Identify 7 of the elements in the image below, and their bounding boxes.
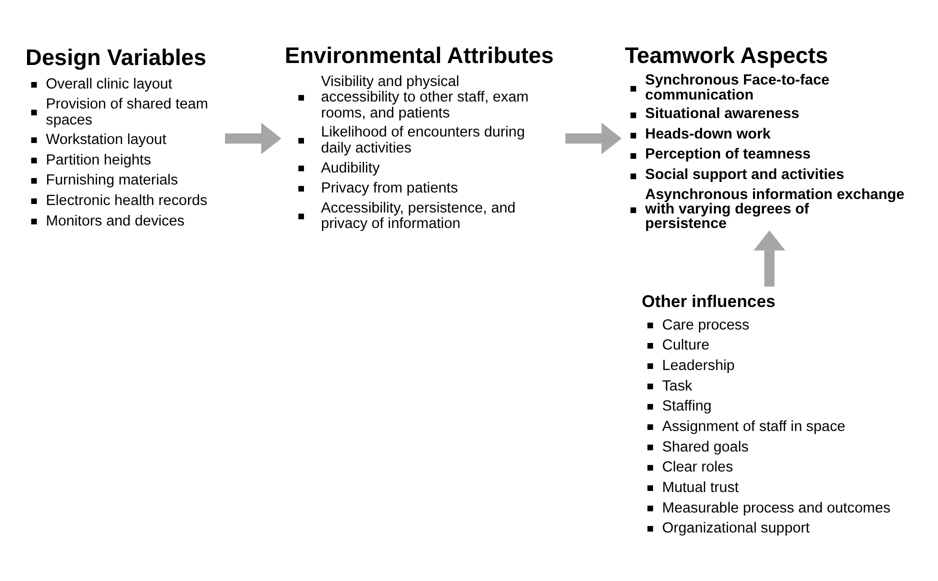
node-text: Other influences Care process Culture Leadership Task Staffing Assignment of staff in space Shared goals Clear roles Mutual trust Measurable process and outcomes Organizational support <box>641 291 890 536</box>
arrow <box>564 122 622 154</box>
node-text: Design Variables Overall clinic layout Provision of shared team spaces Workstation layout Partition heights Furnishing materials Electronic health records Monitors and devices <box>25 44 208 229</box>
node-text: Environmental Attributes Visibility and physical accessibility to other staff, exam rooms, and patients Likelihood of encounters during daily activities Audibility Privacy from patients Accessibility, persistence, and privacy of information <box>284 42 554 232</box>
arrow <box>753 230 785 286</box>
node-text: Teamwork Aspects Synchronous Face-to-face communication Situational awareness Heads-down work Perception of teamness Social support and activities Asynchronous information exchange with varying degrees of persistence <box>624 42 904 232</box>
arrow <box>224 122 281 154</box>
